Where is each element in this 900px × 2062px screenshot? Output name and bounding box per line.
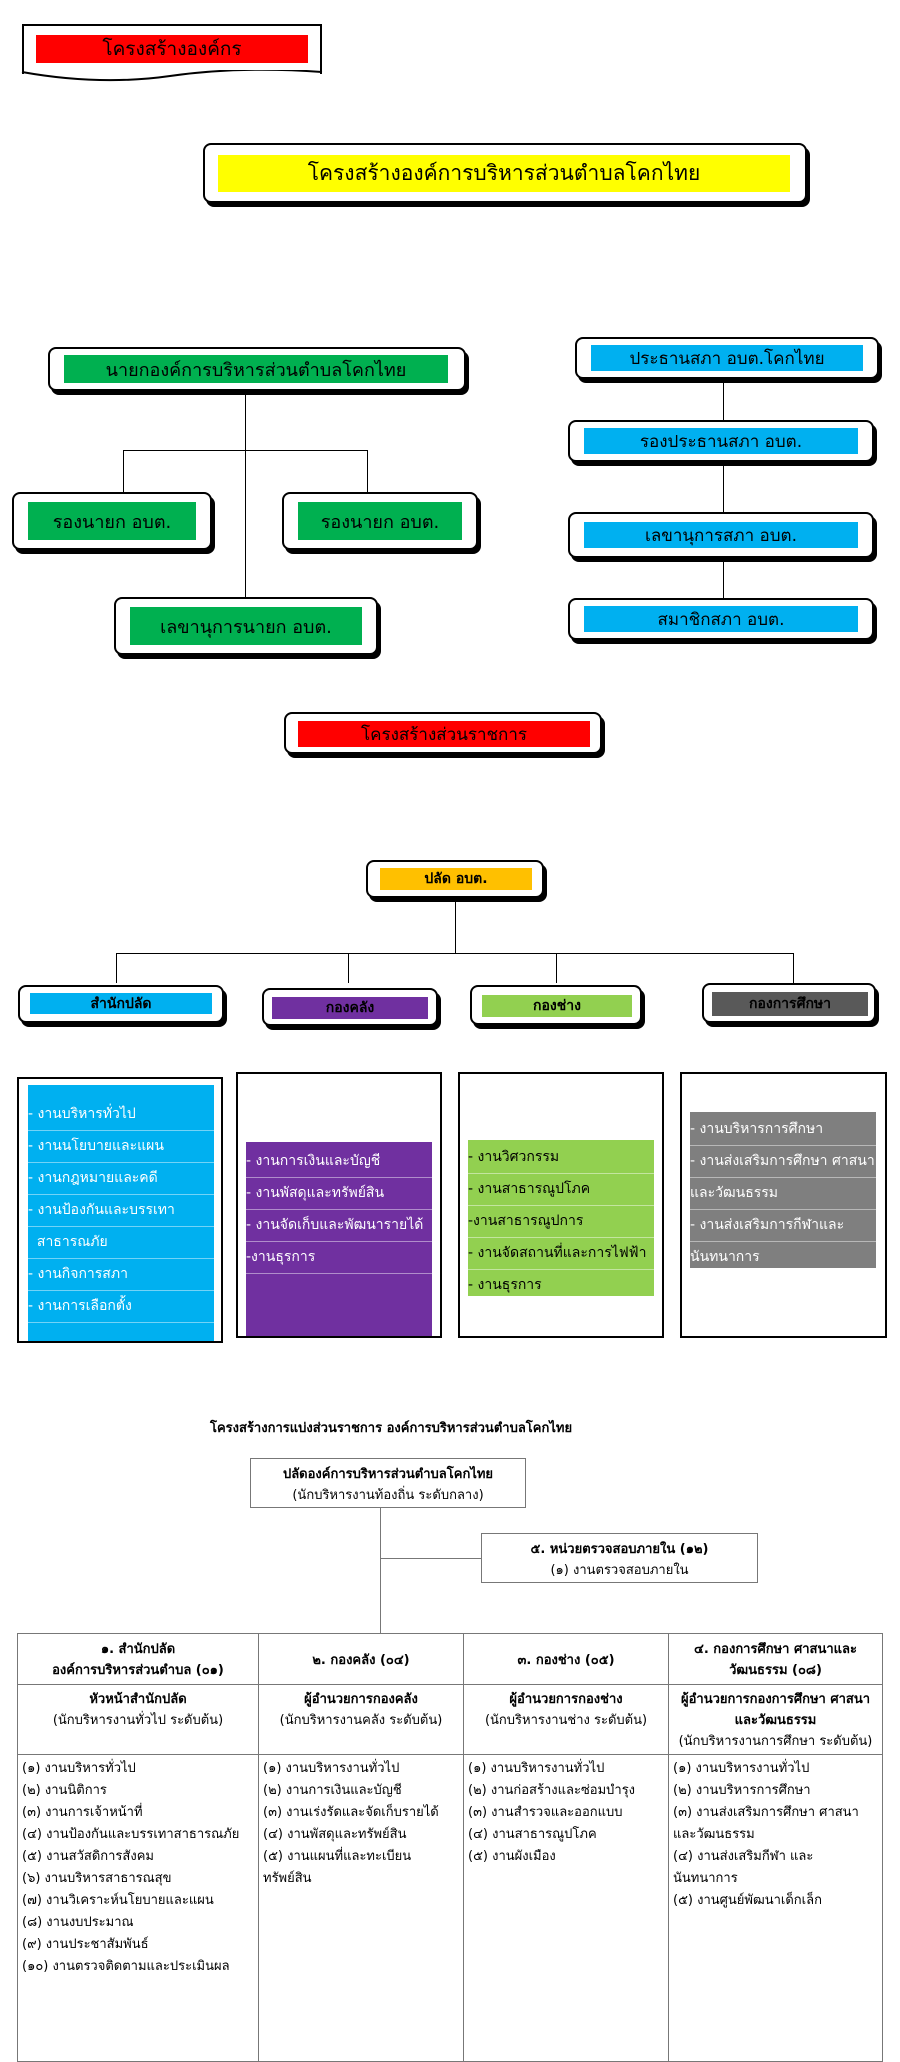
task-item: -งานสาธารณูปการ: [468, 1206, 654, 1238]
audit-task: (๑) งานตรวจสอบภายใน: [550, 1563, 689, 1578]
council-members-box: สมาชิกสภา อบต.: [568, 598, 874, 640]
council-vice-label: รองประธานสภา อบต.: [584, 428, 858, 454]
task-item: - งานกฎหมายและคดี: [28, 1163, 214, 1195]
task-list: - งานการเงินและบัญชี - งานพัสดุและทรัพย์…: [246, 1142, 432, 1336]
palad-box: ปลัด อบต.: [366, 860, 544, 898]
org-title: โครงสร้างองค์การบริหารส่วนตำบลโคกไทย: [218, 155, 790, 192]
council-chair-label: ประธานสภา อบต.โคกไทย: [591, 345, 863, 371]
task-item: - งานการเลือกตั้ง: [28, 1291, 214, 1323]
connector: [367, 450, 368, 492]
mayor-label: นายกองค์การบริหารส่วนตำบลโคกไทย: [64, 355, 448, 383]
task-item: - งานส่งเสริมการศึกษา ศาสนา: [690, 1146, 876, 1178]
audit-title: ๕. หน่วยตรวจสอบภายใน (๑๒): [530, 1542, 709, 1557]
task-item: - งานสาธารณูปโภค: [468, 1174, 654, 1206]
dept-header-office: สำนักปลัด: [18, 985, 224, 1023]
title-frame-wave: [21, 70, 323, 82]
dept-name: กองช่าง: [482, 995, 632, 1017]
council-secretary-label: เลขานุการสภา อบต.: [584, 522, 858, 548]
division-tasks: (๑) งานบริหารงานทั่วไป(๒) งานก่อสร้างและ…: [463, 1754, 669, 2062]
mayor-secretary-label: เลขานุการนายก อบต.: [130, 607, 362, 645]
task-item: - งานนโยบายและแผน: [28, 1131, 214, 1163]
palad-division-title: ปลัดองค์การบริหารส่วนตำบลโคกไทย: [282, 1467, 494, 1482]
dept-tasks-office: - งานบริหารทั่วไป - งานนโยบายและแผน - งา…: [17, 1077, 223, 1343]
mayor-secretary-box: เลขานุการนายก อบต.: [114, 597, 378, 655]
connector: [793, 953, 794, 983]
dept-tasks-finance: - งานการเงินและบัญชี - งานพัสดุและทรัพย์…: [236, 1072, 442, 1338]
deputy-label-2: รองนายก อบต.: [298, 502, 462, 540]
task-item: สาธารณภัย: [28, 1227, 214, 1259]
council-members-label: สมาชิกสภา อบต.: [584, 606, 858, 632]
task-item: - งานพัสดุและทรัพย์สิน: [246, 1178, 432, 1210]
division-head: ผู้อำนวยการกองคลัง(นักบริหารงานคลัง ระดั…: [258, 1684, 464, 1755]
mayor-box: นายกองค์การบริหารส่วนตำบลโคกไทย: [48, 347, 466, 391]
task-item: - งานจัดเก็บและพัฒนารายได้: [246, 1210, 432, 1242]
org-title-box: โครงสร้างองค์การบริหารส่วนตำบลโคกไทย: [203, 143, 807, 203]
gov-title: โครงสร้างส่วนราชการ: [298, 721, 590, 747]
dept-name: สำนักปลัด: [30, 993, 212, 1014]
division-head: หัวหน้าสำนักปลัด(นักบริหารงานทั่วไป ระดั…: [17, 1684, 259, 1755]
dept-name: กองการศึกษา: [712, 992, 868, 1016]
task-item: นันทนาการ: [690, 1242, 876, 1274]
division-head: ผู้อำนวยการกองช่าง(นักบริหารงานช่าง ระดั…: [463, 1684, 669, 1755]
dept-name: กองคลัง: [272, 997, 428, 1019]
connector: [556, 953, 557, 983]
council-secretary-box: เลขานุการสภา อบต.: [568, 512, 874, 558]
connector: [116, 953, 117, 983]
title-frame: โครงสร้างองค์กร: [22, 24, 322, 74]
division-table: ๑. สำนักปลัดองค์การบริหารส่วนตำบล (๐๑) ๒…: [17, 1633, 883, 2062]
connector: [245, 386, 246, 601]
division-header: ๓. กองช่าง (๐๕): [463, 1633, 669, 1685]
connector: [380, 1558, 481, 1559]
connector: [723, 377, 724, 642]
division-tasks: (๑) งานบริหารงานทั่วไป(๒) งานการเงินและบ…: [258, 1754, 464, 2062]
council-vice-box: รองประธานสภา อบต.: [568, 420, 874, 462]
task-item: - งานบริหารการศึกษา: [690, 1114, 876, 1146]
task-item: - งานบริหารทั่วไป: [28, 1099, 214, 1131]
division-header: ๒. กองคลัง (๐๔): [258, 1633, 464, 1685]
task-item: - งานธุรการ: [468, 1270, 654, 1302]
task-item: - งานส่งเสริมการกีฬาและ: [690, 1210, 876, 1242]
palad-label: ปลัด อบต.: [380, 868, 532, 890]
palad-division-box: ปลัดองค์การบริหารส่วนตำบลโคกไทย (นักบริห…: [250, 1458, 526, 1508]
council-chair-box: ประธานสภา อบต.โคกไทย: [575, 337, 879, 379]
deputy-box-2: รองนายก อบต.: [282, 492, 478, 550]
division-header: ๑. สำนักปลัดองค์การบริหารส่วนตำบล (๐๑): [17, 1633, 259, 1685]
dept-tasks-education: - งานบริหารการศึกษา - งานส่งเสริมการศึกษ…: [680, 1072, 887, 1338]
audit-box: ๕. หน่วยตรวจสอบภายใน (๑๒) (๑) งานตรวจสอบ…: [481, 1533, 758, 1583]
palad-division-level: (นักบริหารงานท้องถิ่น ระดับกลาง): [292, 1488, 484, 1503]
connector: [123, 450, 124, 492]
connector: [116, 953, 793, 954]
task-item: - งานกิจการสภา: [28, 1259, 214, 1291]
connector: [348, 953, 349, 983]
connector: [123, 450, 368, 451]
dept-header-finance: กองคลัง: [262, 988, 438, 1026]
dept-header-engineering: กองช่าง: [470, 985, 642, 1025]
page-title: โครงสร้างองค์กร: [36, 35, 308, 63]
task-item: -งานธุรการ: [246, 1242, 432, 1274]
task-item: - งานการเงินและบัญชี: [246, 1146, 432, 1178]
division-tasks: (๑) งานบริหารงานทั่วไป(๒) งานบริหารการศึ…: [668, 1754, 883, 2062]
connector: [455, 898, 456, 954]
task-item: และวัฒนธรรม: [690, 1178, 876, 1210]
dept-tasks-engineering: - งานวิศวกรรม - งานสาธารณูปโภค -งานสาธาร…: [458, 1072, 664, 1338]
connector: [380, 1508, 381, 1634]
gov-title-box: โครงสร้างส่วนราชการ: [284, 712, 602, 754]
division-tasks: (๑) งานบริหารทั่วไป(๒) งานนิติการ(๓) งาน…: [17, 1754, 259, 2062]
division-head: ผู้อำนวยการกองการศึกษา ศาสนาและวัฒนธรรม(…: [668, 1684, 883, 1755]
division-header: ๔. กองการศึกษา ศาสนาและวัฒนธรรม (๐๘): [668, 1633, 883, 1685]
task-item: - งานจัดสถานที่และการไฟฟ้า: [468, 1238, 654, 1270]
task-list: - งานบริหารทั่วไป - งานนโยบายและแผน - งา…: [28, 1085, 214, 1341]
dept-header-education: กองการศึกษา: [702, 983, 876, 1023]
task-item: - งานวิศวกรรม: [468, 1142, 654, 1174]
task-list: - งานบริหารการศึกษา - งานส่งเสริมการศึกษ…: [690, 1112, 876, 1274]
task-list: - งานวิศวกรรม - งานสาธารณูปโภค -งานสาธาร…: [468, 1140, 654, 1302]
deputy-label-1: รองนายก อบต.: [28, 502, 196, 540]
deputy-box-1: รองนายก อบต.: [12, 492, 212, 550]
task-item: - งานป้องกันและบรรเทา: [28, 1195, 214, 1227]
division-title: โครงสร้างการแบ่งส่วนราชการ องค์การบริหาร…: [210, 1421, 573, 1436]
